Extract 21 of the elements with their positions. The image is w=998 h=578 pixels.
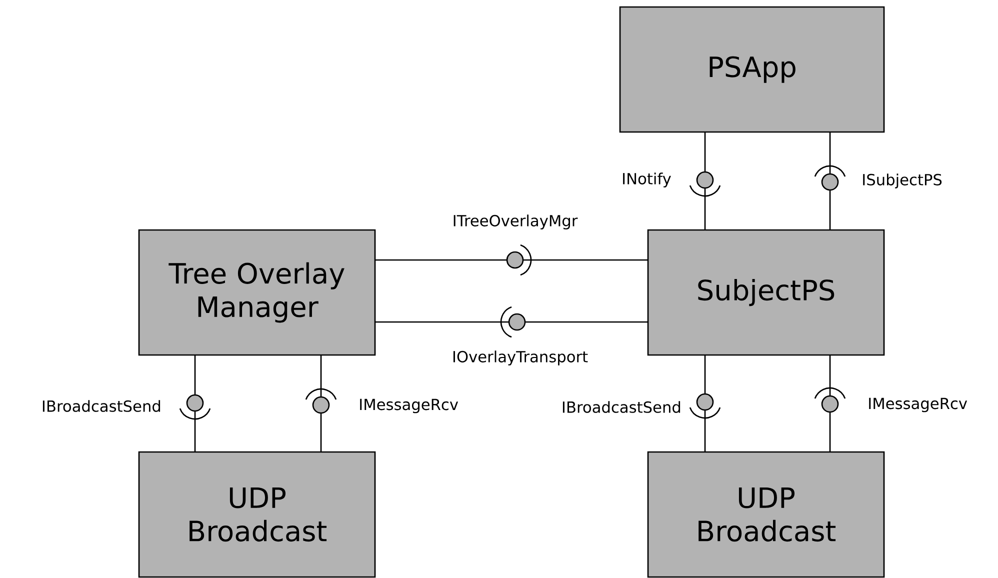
interface-label: ITreeOverlayMgr — [454, 214, 578, 230]
ball-and-socket-connector — [305, 355, 337, 452]
ball-and-socket-connector — [375, 244, 648, 276]
ball-and-socket-connector — [375, 306, 648, 338]
ball-and-socket-connector — [689, 355, 721, 452]
component-box: UDP Broadcast — [647, 451, 885, 578]
interface-label: ISubjectPS — [863, 174, 942, 188]
ball-and-socket-connector — [179, 355, 211, 452]
ball-and-socket-connector — [814, 132, 846, 230]
interface-label: IBroadcastSend — [562, 401, 680, 413]
component-box: UDP Broadcast — [138, 451, 376, 578]
ball-and-socket-connector — [814, 355, 846, 452]
interface-label: INotify — [623, 172, 671, 188]
component-box: SubjectPS — [647, 229, 885, 356]
ball-and-socket-connector — [689, 132, 721, 230]
interface-label: IMessageRcv — [360, 398, 458, 414]
interface-label: IMessageRcv — [869, 398, 968, 412]
component-box: Tree Overlay Manager — [138, 229, 376, 356]
component-box: PSApp — [619, 6, 885, 133]
interface-label: IBroadcastSend — [42, 400, 160, 412]
interface-label: IOverlayTransport — [453, 350, 588, 366]
